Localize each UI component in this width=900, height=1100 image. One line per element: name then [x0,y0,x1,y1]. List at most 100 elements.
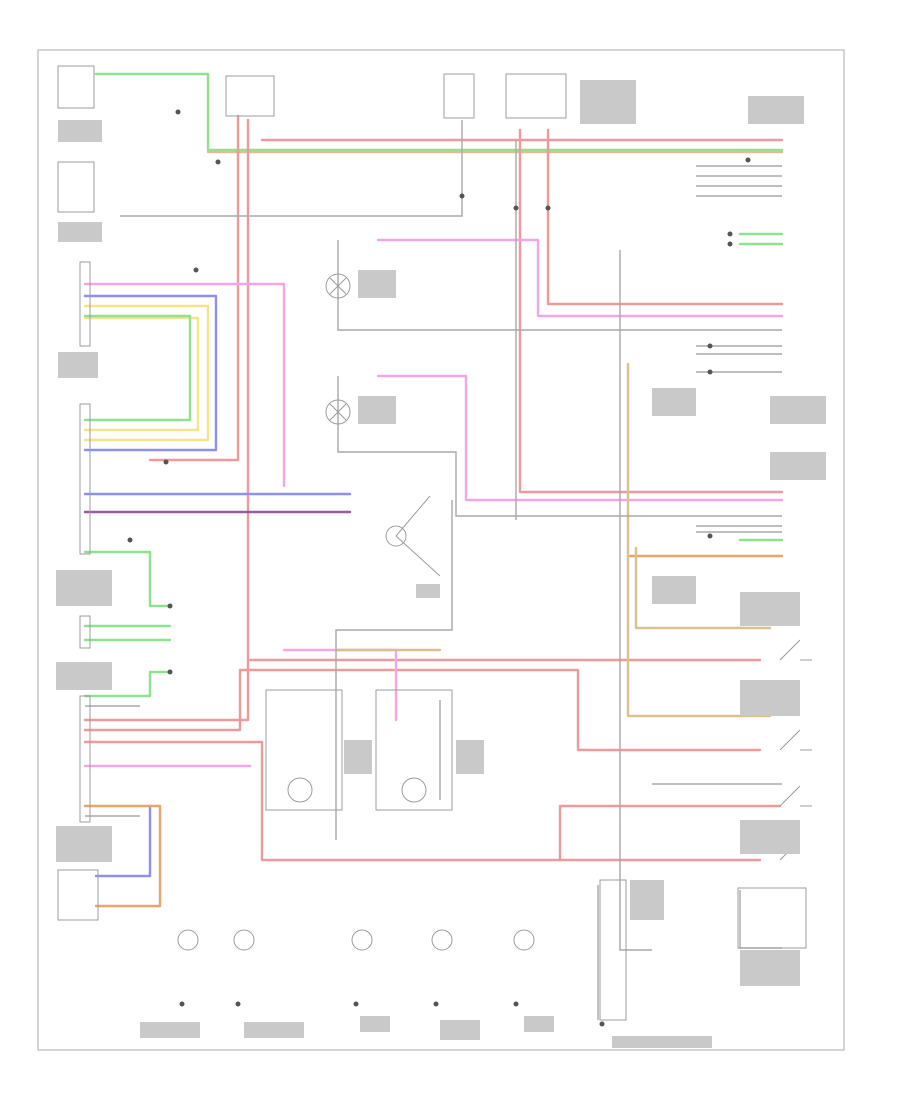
bottom-lamp-1 [177,929,199,951]
ground-dot [127,537,133,543]
wire-pink-courtesy-2 [376,374,784,502]
label-block-top-left [58,120,102,142]
wire-tan-right-2 [634,546,772,630]
bottom-lamp-3 [351,929,373,951]
fuse-block-right [505,73,567,119]
reading-lamp-housing-right [375,689,453,811]
label-block-right-low [740,592,800,626]
wire-gray-15 [696,525,782,533]
label-block-left-switch [58,222,102,242]
wire-gray-5 [335,500,453,840]
wire-top-green [94,72,784,152]
ground-dot [513,205,519,211]
wire-green-2 [83,550,172,608]
label-block-right-low-3 [740,820,800,854]
ground-dot [707,343,713,349]
door-switch-right-2 [779,729,812,751]
module-connector-bottom [79,695,91,823]
wire-gray-1 [120,120,463,217]
courtesy-lamp-upper [325,273,351,299]
bottom-lamp-2 [233,929,255,951]
label-block-right-bottom [740,950,800,986]
wire-green-3 [83,670,172,698]
ground-dot [163,459,169,465]
courtesy-lamp-upper-x [329,277,347,295]
fuse-block-left [225,75,275,117]
ground-dot [167,603,173,609]
label-block-right-top [748,96,804,124]
label-block-right-mid [770,396,826,424]
wire-gray-2 [337,240,782,331]
wire-green-1 [83,314,192,422]
ground-dot [175,109,181,115]
label-block-module-right [652,388,696,416]
wire-gray-3 [337,376,782,517]
bottom-lamp-4 [431,929,453,951]
ground-dot [353,1001,359,1007]
label-block-right-low-2 [740,680,800,716]
wire-blue-1 [83,294,218,452]
courtesy-lamp-lower [325,399,351,425]
label-block-bottom-5 [524,1016,554,1032]
wire-pink-left [83,282,286,488]
wire-red-vertical-mid [518,128,784,494]
door-switch-left [57,161,95,213]
ground-dot [707,533,713,539]
ground-dot [599,1021,605,1027]
center-switch-arm [395,495,441,577]
label-block-module-right-2 [652,576,696,604]
wire-red-vertical-left [148,114,240,462]
ground-dot [707,369,713,375]
label-block-left-module [58,352,98,378]
ground-dot [433,1001,439,1007]
label-block-bottom-2 [244,1022,304,1038]
ground-dot [513,1001,519,1007]
wire-gray-6 [619,250,652,951]
reading-lamp-right [401,777,427,803]
ground-dot [193,267,199,273]
label-block-reading-left [344,740,372,774]
wire-red-bus-lower-2 [83,668,762,752]
label-block-left-bottom [56,826,112,862]
ground-dot [745,157,751,163]
ground-dot [727,231,733,237]
label-block-lamp-upper [358,270,396,298]
label-block-bottom-3 [360,1016,390,1032]
wire-red-vertical-left-2 [83,118,250,722]
door-switch-top-left [57,65,95,109]
label-block-lamp-lower [358,396,396,424]
ground-dot [545,205,551,211]
bottom-lamp-5 [513,929,535,951]
ground-dot [167,669,173,675]
courtesy-lamp-lower-x [329,403,347,421]
door-switch-right-3 [779,785,812,807]
wire-red-bus-lower-4 [558,804,782,862]
label-block-center-switch [416,584,440,598]
label-block-bottom-module [630,880,664,920]
wire-red-bus-lower-3 [83,740,762,862]
reading-lamp-left [287,777,313,803]
wire-red-right-feed [546,128,784,306]
center-switch [385,525,407,547]
reading-lamp-housing-left [265,689,343,811]
wire-orange [83,804,162,908]
ground-dot [727,241,733,247]
label-block-bottom-6 [612,1036,712,1048]
wire-pink-courtesy [376,238,784,318]
module-connector-mid [79,403,91,555]
label-block-reading-right [456,740,484,774]
label-block-right-mid-2 [770,452,826,480]
ground-dot [215,159,221,165]
module-connector-upper [79,261,91,347]
diagram-border [37,49,845,1051]
label-block-bottom-4 [440,1020,480,1040]
ground-dot [235,1001,241,1007]
wire-blue-3 [94,804,152,878]
ground-dot [459,193,465,199]
bottom-module [599,879,627,1021]
wire-yellow-2 [83,316,200,432]
wire-yellow-1 [83,304,210,442]
module-connector-low [79,615,91,649]
trunk-lid-switch [57,869,99,921]
